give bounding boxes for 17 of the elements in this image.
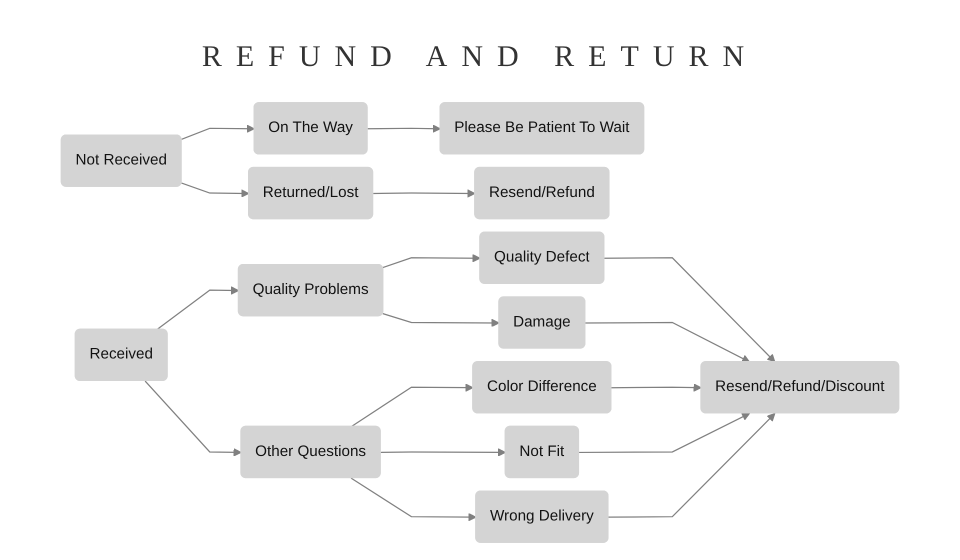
arrow — [382, 254, 481, 268]
arrow — [604, 257, 776, 362]
arrow — [181, 182, 250, 198]
arrow — [579, 413, 750, 454]
arrow — [380, 448, 506, 457]
arrow — [144, 380, 242, 456]
arrow — [368, 124, 441, 133]
arrow — [608, 413, 776, 518]
arrow — [373, 189, 476, 198]
arrow — [585, 322, 750, 362]
arrow — [156, 286, 240, 330]
arrow — [612, 383, 702, 392]
arrow — [181, 124, 255, 140]
diagram-title: REFUND AND RETURN — [200, 40, 760, 75]
arrow — [382, 313, 500, 328]
arrow — [350, 478, 477, 522]
arrow — [350, 383, 474, 428]
